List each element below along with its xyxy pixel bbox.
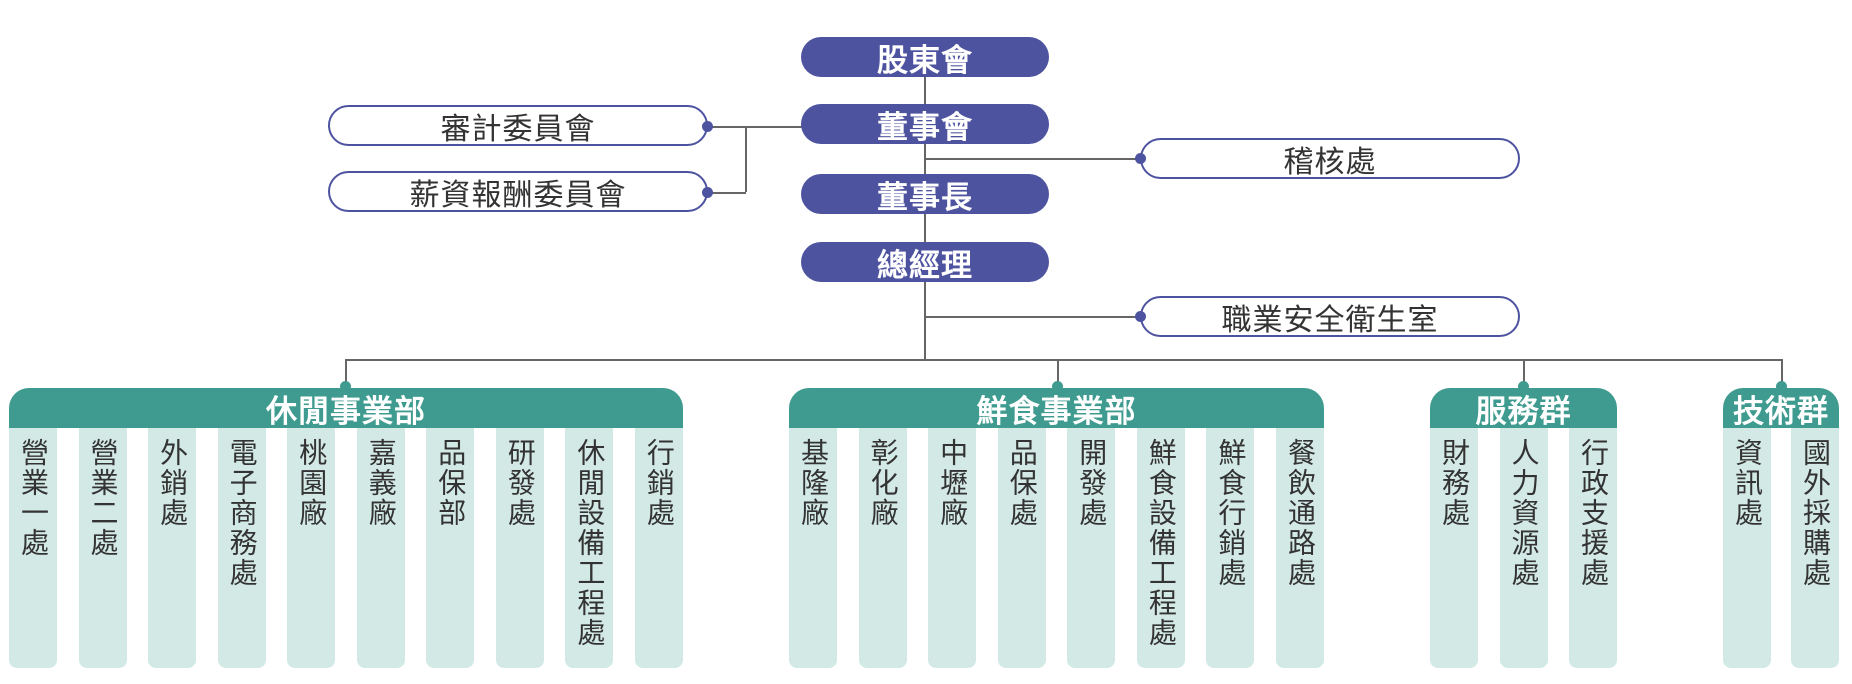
unit-label: 休閒設備工程處	[573, 438, 607, 648]
group-drop-line-1	[345, 359, 347, 389]
unit-column[interactable]: 資訊處	[1723, 428, 1771, 668]
unit-column[interactable]: 行政支援處	[1569, 428, 1617, 668]
group-header[interactable]: 休閒事業部	[9, 388, 683, 430]
unit-columns: 資訊處 國外採購處	[1723, 428, 1839, 668]
unit-label: 鮮食行銷處	[1214, 438, 1248, 588]
unit-column[interactable]: 鮮食行銷處	[1206, 428, 1255, 668]
unit-column[interactable]: 休閒設備工程處	[565, 428, 614, 668]
internal-audit-node[interactable]: 稽核處	[1140, 138, 1520, 180]
unit-label: 電子商務處	[225, 438, 259, 588]
unit-column[interactable]: 中壢廠	[928, 428, 977, 668]
unit-column[interactable]: 財務處	[1430, 428, 1478, 668]
board-of-directors-node[interactable]: 董事會	[801, 104, 1049, 146]
unit-label: 外銷處	[156, 438, 190, 528]
unit-columns: 財務處 人力資源處 行政支援處	[1430, 428, 1617, 668]
unit-column[interactable]: 基隆廠	[789, 428, 837, 668]
unit-column[interactable]: 外銷處	[148, 428, 197, 668]
group-drop-line-2	[1057, 359, 1059, 389]
unit-label: 人力資源處	[1507, 438, 1541, 588]
unit-columns: 基隆廠 彰化廠 中壢廠 品保處 開發處 鮮食設備工程處 鮮食行銷處 餐飲通路處	[789, 428, 1324, 668]
group-header[interactable]: 鮮食事業部	[789, 388, 1324, 430]
unit-label: 桃園廠	[295, 438, 329, 528]
unit-label: 開發處	[1075, 438, 1109, 528]
compensation-committee-node[interactable]: 薪資報酬委員會	[328, 171, 708, 213]
group-fresh-food: 鮮食事業部 基隆廠 彰化廠 中壢廠 品保處 開發處 鮮食設備工程處 鮮食行銷處 …	[789, 388, 1324, 668]
unit-label: 行銷處	[642, 438, 676, 528]
audit-link-line	[924, 158, 1140, 160]
group-drop-line-4	[1781, 359, 1783, 389]
connector-dot	[1776, 381, 1787, 392]
unit-column[interactable]: 國外採購處	[1791, 428, 1839, 668]
group-leisure: 休閒事業部 營業一處 營業二處 外銷處 電子商務處 桃園廠 嘉義廠 品保部 研發…	[9, 388, 683, 668]
unit-column[interactable]: 品保部	[426, 428, 475, 668]
occupational-safety-node[interactable]: 職業安全衛生室	[1140, 296, 1520, 338]
unit-column[interactable]: 行銷處	[634, 428, 683, 668]
unit-column[interactable]: 開發處	[1067, 428, 1116, 668]
unit-column[interactable]: 嘉義廠	[356, 428, 405, 668]
committee-bracket-line	[745, 126, 747, 192]
president-node[interactable]: 總經理	[801, 242, 1049, 284]
unit-column[interactable]: 鮮食設備工程處	[1136, 428, 1185, 668]
unit-column[interactable]: 彰化廠	[858, 428, 907, 668]
unit-label: 品保處	[1005, 438, 1039, 528]
chairman-node[interactable]: 董事長	[801, 174, 1049, 216]
unit-columns: 營業一處 營業二處 外銷處 電子商務處 桃園廠 嘉義廠 品保部 研發處 休閒設備…	[9, 428, 683, 668]
unit-column[interactable]: 營業一處	[9, 428, 57, 668]
group-header[interactable]: 技術群	[1723, 388, 1839, 430]
unit-column[interactable]: 桃園廠	[287, 428, 336, 668]
group-technology: 技術群 資訊處 國外採購處	[1723, 388, 1839, 668]
unit-label: 行政支援處	[1577, 438, 1610, 588]
unit-label: 嘉義廠	[364, 438, 398, 528]
connector-dot	[1052, 381, 1063, 392]
unit-label: 鮮食設備工程處	[1144, 438, 1178, 648]
unit-label: 基隆廠	[797, 438, 830, 528]
connector-dot	[702, 121, 713, 132]
unit-column[interactable]: 品保處	[997, 428, 1046, 668]
unit-label: 資訊處	[1731, 438, 1764, 528]
connector-dot	[702, 187, 713, 198]
groups-bus-line	[345, 359, 1782, 361]
connector-dot	[340, 381, 351, 392]
audit-committee-node[interactable]: 審計委員會	[328, 105, 708, 147]
group-header[interactable]: 服務群	[1430, 388, 1617, 430]
unit-label: 品保部	[434, 438, 468, 528]
group-services: 服務群 財務處 人力資源處 行政支援處	[1430, 388, 1617, 668]
unit-label: 中壢廠	[936, 438, 970, 528]
unit-label: 研發處	[503, 438, 537, 528]
unit-column[interactable]: 人力資源處	[1499, 428, 1548, 668]
safety-link-line	[924, 316, 1140, 318]
unit-label: 營業一處	[17, 438, 50, 558]
unit-column[interactable]: 電子商務處	[217, 428, 266, 668]
shareholders-meeting-node[interactable]: 股東會	[801, 37, 1049, 79]
unit-column[interactable]: 餐飲通路處	[1275, 428, 1324, 668]
unit-column[interactable]: 營業二處	[78, 428, 127, 668]
unit-column[interactable]: 研發處	[495, 428, 544, 668]
connector-dot	[1518, 381, 1529, 392]
connector-dot	[1135, 311, 1146, 322]
unit-label: 財務處	[1438, 438, 1471, 528]
unit-label: 彰化廠	[866, 438, 900, 528]
connector-dot	[1135, 153, 1146, 164]
group-drop-line-3	[1523, 359, 1525, 389]
unit-label: 餐飲通路處	[1283, 438, 1317, 588]
unit-label: 國外採購處	[1799, 438, 1832, 588]
committee-link-line-2	[708, 192, 746, 194]
unit-label: 營業二處	[86, 438, 120, 558]
